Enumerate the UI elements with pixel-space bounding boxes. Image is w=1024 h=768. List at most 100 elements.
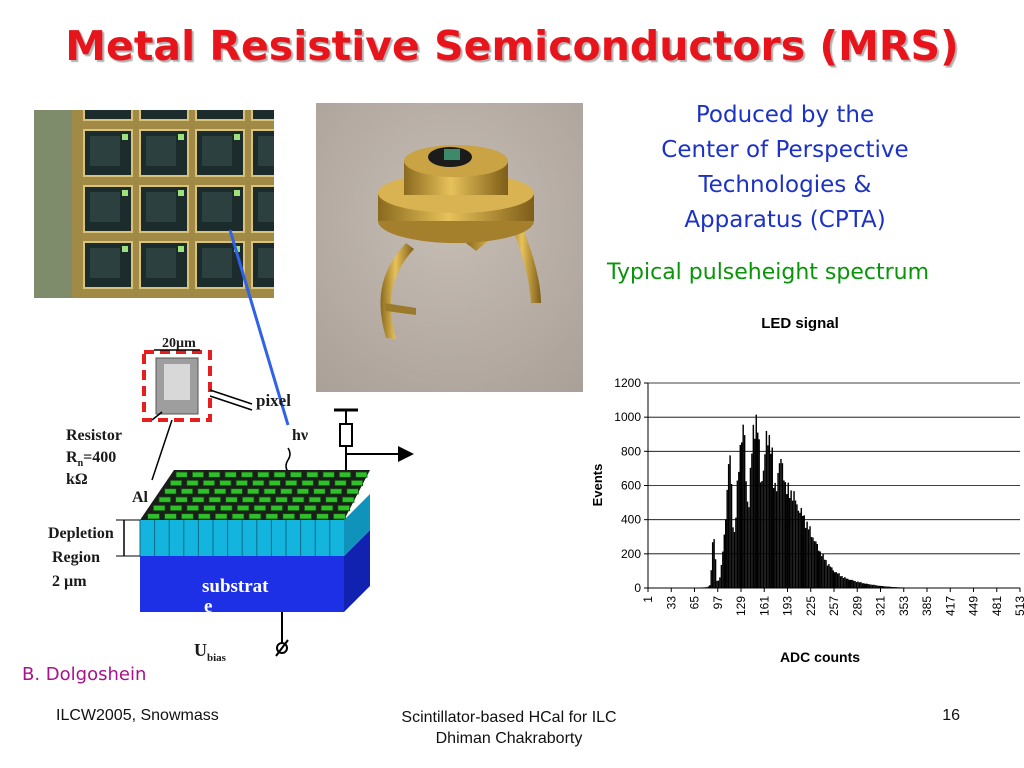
pixel-cell: [296, 488, 310, 495]
pixel-cell: [152, 504, 166, 512]
footer-speaker: Dhiman Chakraborty: [435, 730, 583, 747]
chip-pixel-core: [258, 136, 274, 166]
chart-bar: [826, 565, 829, 588]
chart-bar: [713, 539, 715, 588]
chip-pixel-contact: [178, 190, 184, 196]
pixel-cell: [322, 471, 335, 478]
pixel-cell: [191, 496, 205, 503]
chip-pixel-core: [202, 136, 232, 166]
pixel-cell: [240, 471, 254, 478]
pixel-cell: [203, 504, 216, 512]
chart-bar: [772, 487, 775, 588]
photon-label: hν: [292, 427, 308, 444]
chip-pixel-contact: [178, 134, 184, 140]
chart-bar: [813, 541, 816, 588]
chart-bar: [880, 586, 882, 588]
pixel-cell: [164, 488, 177, 495]
pixel-cell: [252, 479, 265, 487]
chart-ytick-label: 1200: [614, 376, 641, 390]
pixel-cell: [191, 471, 205, 478]
chip-pixel: [195, 110, 245, 121]
chart-bar: [883, 586, 885, 588]
chart-bar: [884, 586, 887, 588]
signal-arrow: [398, 446, 414, 462]
chart-bar: [723, 534, 726, 588]
chart-bar: [800, 507, 803, 588]
pixel-cell: [186, 504, 200, 512]
pixel-array-surface: [140, 470, 370, 520]
pixel-cell: [350, 479, 364, 487]
chip-pixel-contact: [122, 134, 128, 140]
pixel-cell: [346, 488, 359, 495]
chart-bar: [761, 481, 763, 588]
chart-xtick-label: 257: [827, 596, 841, 616]
producer-line: Center of Perspective: [661, 137, 909, 163]
chart-bar: [736, 480, 739, 588]
chart-bar: [863, 583, 865, 588]
chart-bar: [874, 585, 877, 588]
chart-bar: [829, 566, 832, 588]
pixel-cell: [338, 471, 352, 478]
chart-bar: [711, 542, 714, 588]
pixel-cell: [306, 471, 319, 478]
pixel-cell: [265, 513, 279, 520]
chart-bar: [743, 435, 746, 588]
pixel-cell: [329, 488, 343, 495]
chart-bar: [770, 453, 772, 588]
device-photo-drawing: [316, 103, 583, 392]
chip-pixel-contact: [178, 246, 184, 252]
chart-bar: [775, 491, 778, 588]
chart-bar: [735, 517, 737, 588]
pixel-cell: [224, 471, 237, 478]
chip-pixel-core: [146, 248, 176, 278]
chart-bar: [729, 455, 731, 588]
pixel-cell: [337, 504, 351, 512]
chart-bar: [823, 559, 826, 588]
chart-bar: [749, 467, 752, 588]
pixel-cell: [303, 504, 317, 512]
chart-bar: [847, 578, 849, 588]
chart-bar: [832, 570, 834, 588]
pixel-cell: [287, 504, 300, 512]
pixel-cell: [231, 513, 245, 520]
pixel-cell: [270, 504, 283, 512]
footer-conference: ILCW2005, Snowmass: [56, 707, 219, 724]
pixel-cell: [169, 504, 183, 512]
chart-bar: [709, 585, 711, 588]
chart-xtick-label: 97: [711, 596, 725, 610]
depletion-thickness: 2 µm: [52, 573, 87, 590]
chip-pixel: [83, 110, 133, 121]
chart-xtick-label: 193: [781, 596, 795, 616]
pixel-cell: [333, 513, 346, 520]
chart-bar: [791, 500, 794, 588]
producer-line: Apparatus (CPTA): [684, 207, 886, 233]
chart-bar: [752, 424, 755, 588]
chip-pixel-core: [258, 192, 274, 222]
chart-ytick-label: 600: [621, 479, 641, 493]
pixel-cell: [225, 496, 238, 503]
chart-bar: [755, 414, 757, 588]
pixel-cell: [299, 513, 312, 520]
pixel-cell: [247, 488, 260, 495]
chart-bar: [864, 583, 866, 588]
chart-bar: [838, 573, 840, 588]
chart-bar: [873, 584, 875, 588]
resistor-value: Rn=400: [66, 449, 116, 469]
chart-bar: [819, 551, 821, 588]
chart-bar: [762, 470, 765, 588]
chip-pixel-contact: [234, 246, 240, 252]
chart-bar: [797, 510, 800, 588]
chart-xtick-label: 417: [943, 596, 957, 616]
chart-bar: [764, 454, 766, 588]
device-photo: [316, 103, 583, 392]
chart-bar: [756, 432, 759, 588]
chart-bar: [887, 586, 890, 588]
substrate-label-cont: e: [204, 596, 212, 617]
pixel-cell: [197, 488, 210, 495]
chart-xtick-label: 33: [664, 596, 678, 610]
chart-bar: [876, 585, 878, 588]
chart-bar: [781, 463, 784, 588]
spectrum-caption: Typical pulseheight spectrum: [607, 260, 930, 285]
author-credit: B. Dolgoshein: [22, 664, 147, 685]
chart-bar: [754, 438, 756, 588]
